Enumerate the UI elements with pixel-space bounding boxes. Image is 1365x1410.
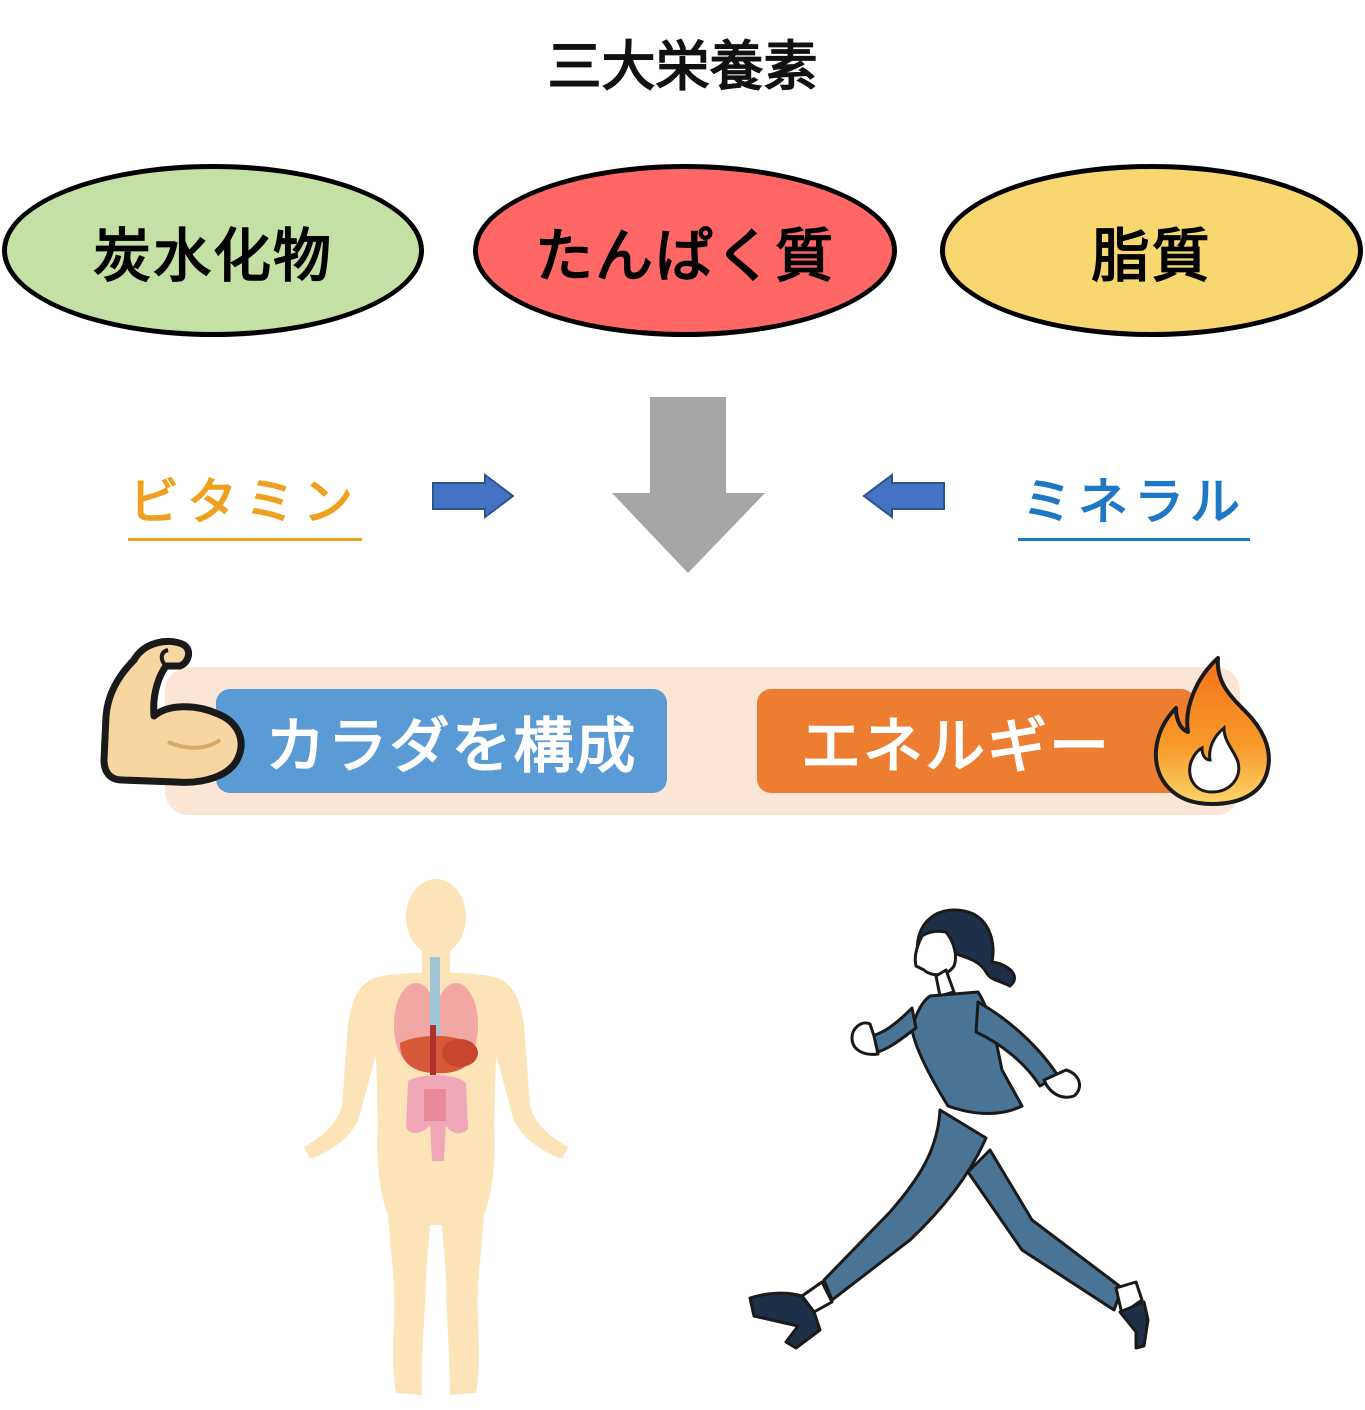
running-woman-illustration [748, 908, 1150, 1350]
nutrient-label: 脂質 [1091, 221, 1212, 290]
left-arrow-icon [862, 473, 945, 519]
build-body-label: カラダを構成 [265, 711, 638, 782]
energy-label: エネルギー [801, 711, 1111, 782]
nutrient-label: たんぱく質 [534, 221, 835, 290]
build-body-box: カラダを構成 [216, 689, 667, 793]
right-arrow-icon [432, 473, 515, 519]
vitamin-label: ビタミン [128, 462, 362, 541]
flexed-biceps-icon [100, 637, 245, 786]
down-arrow-icon [612, 397, 765, 573]
nutrient-fat: 脂質 [940, 164, 1363, 337]
fire-icon [1153, 656, 1271, 806]
nutrient-protein: たんぱく質 [473, 164, 897, 337]
mineral-label: ミネラル [1018, 462, 1250, 541]
human-anatomy-illustration [304, 879, 568, 1395]
energy-box: エネルギー [757, 689, 1195, 793]
diagram-title: 三大栄養素 [547, 35, 818, 98]
nutrient-label: 炭水化物 [92, 221, 333, 290]
nutrient-carbohydrate: 炭水化物 [2, 164, 424, 337]
